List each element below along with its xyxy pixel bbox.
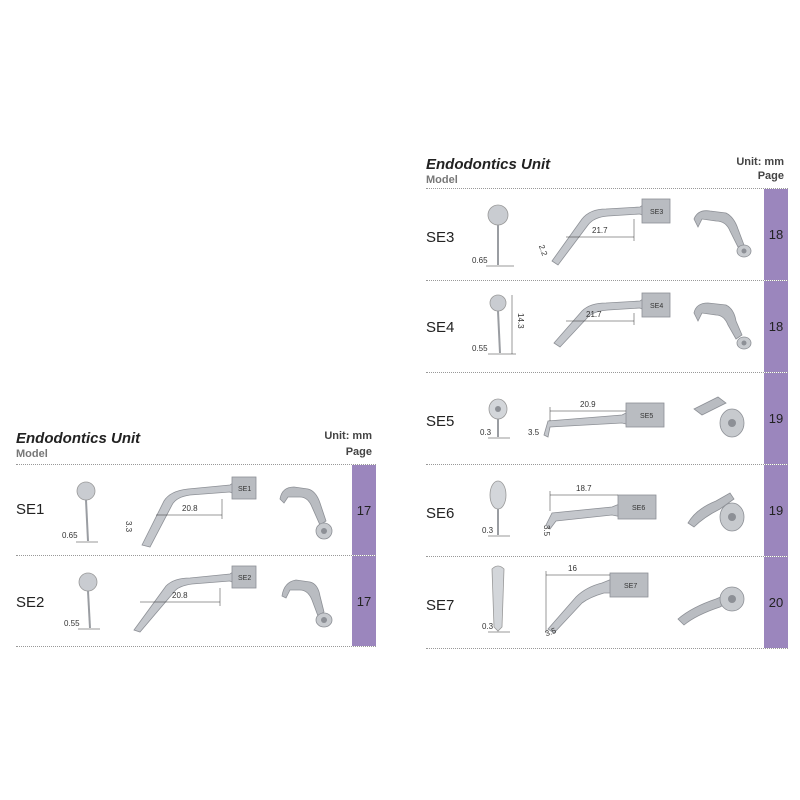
tip-drawing: 0.3 SE7 16 3.5: [482, 564, 745, 638]
tip-dim: 0.55: [64, 619, 80, 628]
page-number: 17: [352, 556, 376, 646]
page-number: 19: [764, 373, 788, 464]
left-panel: Endodontics Unit Model Unit: mm Page SE1…: [16, 430, 376, 650]
table-row: SE2 0.55 SE2 20.8: [16, 555, 376, 647]
tip-label: SE2: [238, 575, 251, 582]
page-header: Page: [757, 170, 784, 182]
page-number: 17: [352, 465, 376, 555]
page-number: 18: [764, 281, 788, 372]
front-view-icon: 0.3: [480, 398, 510, 439]
front-view-icon: 14.3 0.55: [472, 294, 525, 355]
tip-drawing: 0.3 SE5 20.9 3.5: [480, 396, 745, 439]
page-header: Page: [345, 446, 372, 458]
model-name: SE7: [426, 597, 455, 614]
tip-photo-icon: [693, 396, 745, 438]
side-view-icon: SE7 16 3.5: [544, 564, 649, 638]
tip-photo-icon: [693, 210, 752, 258]
side-view-icon: SE2 20.8: [133, 565, 257, 633]
table-row: SE5 0.3 SE5 20.9 3.5: [426, 372, 788, 464]
length-dim: 20.8: [182, 504, 198, 513]
front-view-icon: 0.3: [482, 480, 510, 537]
bend-dim: 3.5: [544, 626, 558, 638]
tip-dim: 0.3: [480, 428, 492, 437]
tip-dim: 0.65: [472, 256, 488, 265]
model-name: SE6: [426, 505, 455, 522]
length-dim: 18.7: [576, 484, 592, 493]
tip-label: SE1: [238, 486, 251, 493]
model-header: Model: [426, 174, 458, 186]
tip-table: SE3 0.65 SE3 21.7 2.2: [426, 188, 788, 649]
front-view-icon: 0.65: [62, 481, 98, 543]
tip-table: SE1 0.65 SE1 20.8 3.3: [16, 464, 376, 647]
length-dim: 16: [568, 564, 577, 573]
bend-dim: 3.3: [124, 521, 133, 533]
right-panel: Endodontics Unit Model Unit: mm Page SE3…: [426, 156, 788, 656]
table-row: SE6 0.3 SE6 18.7 3.5: [426, 464, 788, 556]
tip-dim: 0.55: [472, 344, 488, 353]
panel-title: Endodontics Unit: [426, 156, 551, 173]
tip-drawing: 0.3 SE6 18.7 3.5: [482, 480, 745, 537]
side-view-icon: SE6 18.7 3.5: [542, 484, 657, 537]
tip-photo-icon: [677, 586, 745, 626]
table-row: SE4 14.3 0.55 SE4 21.7: [426, 280, 788, 372]
model-name: SE4: [426, 319, 455, 336]
tip-label: SE4: [650, 303, 663, 310]
model-name: SE3: [426, 229, 455, 246]
page-number: 19: [764, 465, 788, 556]
model-header: Model: [16, 448, 48, 460]
unit-header: Unit: mm: [324, 430, 372, 442]
length-dim: 20.8: [172, 591, 188, 600]
length-dim: 21.7: [586, 310, 602, 319]
height-dim: 14.3: [516, 313, 525, 329]
tip-drawing: 14.3 0.55 SE4 21.7: [472, 292, 752, 355]
side-view-icon: SE4 21.7: [553, 292, 671, 348]
tip-label: SE5: [640, 413, 653, 420]
model-name: SE1: [16, 501, 45, 518]
bend-dim: 3.5: [528, 428, 540, 437]
model-name: SE2: [16, 594, 45, 611]
length-dim: 21.7: [592, 226, 608, 235]
bend-dim: 2.2: [537, 244, 549, 258]
tip-label: SE6: [632, 505, 645, 512]
side-view-icon: SE5 20.9 3.5: [528, 400, 665, 438]
tip-label: SE3: [650, 209, 663, 216]
tip-photo-icon: [687, 492, 745, 532]
front-view-icon: 0.3: [482, 565, 510, 633]
tip-dim: 0.3: [482, 622, 494, 631]
tip-photo-icon: [693, 302, 752, 350]
tip-dim: 0.3: [482, 526, 494, 535]
unit-header: Unit: mm: [736, 156, 784, 168]
front-view-icon: 0.65: [472, 204, 514, 267]
panel-title: Endodontics Unit: [16, 430, 141, 447]
tip-dim: 0.65: [62, 531, 78, 540]
tip-photo-icon: [279, 486, 333, 540]
side-view-icon: SE3 21.7 2.2: [537, 198, 671, 266]
page-number: 18: [764, 189, 788, 280]
side-view-icon: SE1 20.8 3.3: [124, 476, 257, 548]
tip-drawing: 0.65 SE1 20.8 3.3: [62, 476, 333, 548]
table-row: SE7 0.3 SE7 16 3.5: [426, 556, 788, 649]
tip-drawing: 0.55 SE2 20.8: [64, 565, 333, 633]
tip-label: SE7: [624, 583, 637, 590]
length-dim: 20.9: [580, 400, 596, 409]
page-number: 20: [764, 557, 788, 648]
bend-dim: 3.5: [542, 525, 551, 537]
model-name: SE5: [426, 413, 455, 430]
table-row: SE3 0.65 SE3 21.7 2.2: [426, 188, 788, 280]
tip-photo-icon: [281, 579, 333, 628]
front-view-icon: 0.55: [64, 572, 100, 630]
tip-drawing: 0.65 SE3 21.7 2.2: [472, 198, 752, 267]
table-row: SE1 0.65 SE1 20.8 3.3: [16, 464, 376, 555]
